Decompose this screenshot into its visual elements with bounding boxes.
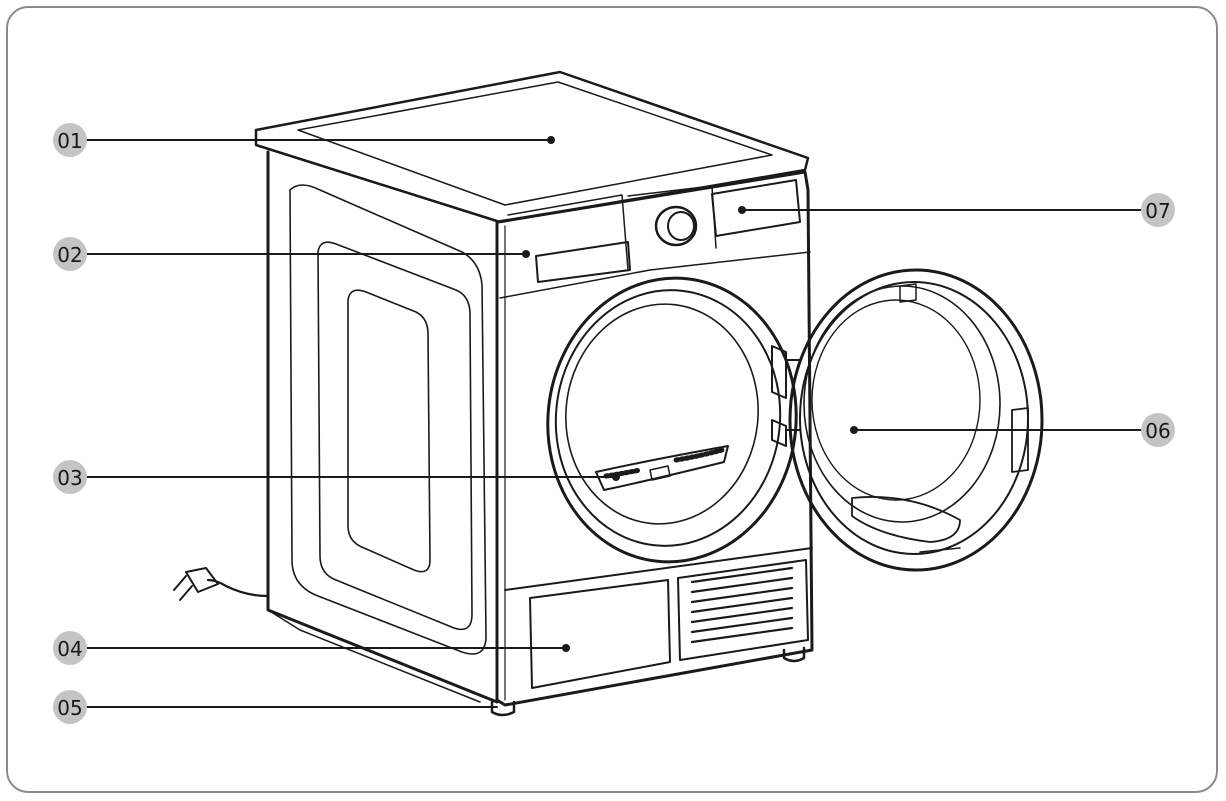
door-opening [546, 276, 798, 564]
program-knob [654, 205, 698, 247]
callout-number: 02 [57, 243, 82, 267]
vent-grille [690, 566, 794, 644]
power-cord [173, 567, 270, 601]
callout-number: 07 [1145, 199, 1170, 223]
callout-badge: 03 [53, 460, 87, 494]
callout-number: 06 [1145, 419, 1170, 443]
callout-badge: 04 [53, 631, 87, 665]
callout-badge: 05 [53, 690, 87, 724]
diagram-frame [6, 6, 1218, 793]
leader-dots [522, 136, 858, 652]
bottom-panel [504, 547, 813, 689]
front-panel [495, 170, 814, 707]
callout-number: 05 [57, 696, 82, 720]
adjustable-feet [490, 646, 806, 717]
top-panel [254, 70, 810, 224]
callout-badge: 02 [53, 237, 87, 271]
callout-number: 01 [57, 129, 82, 153]
callout-number: 04 [57, 637, 82, 661]
callout-badge: 06 [1141, 413, 1175, 447]
callout-badge: 07 [1141, 193, 1175, 227]
right-display [711, 179, 801, 237]
open-door [788, 268, 1044, 572]
side-panel [266, 150, 499, 704]
lint-filter [595, 445, 729, 491]
control-panel-window [535, 241, 631, 283]
leader-lines [85, 139, 1145, 708]
callout-badge: 01 [53, 123, 87, 157]
door-hinges [771, 345, 801, 447]
callout-number: 03 [57, 466, 82, 490]
